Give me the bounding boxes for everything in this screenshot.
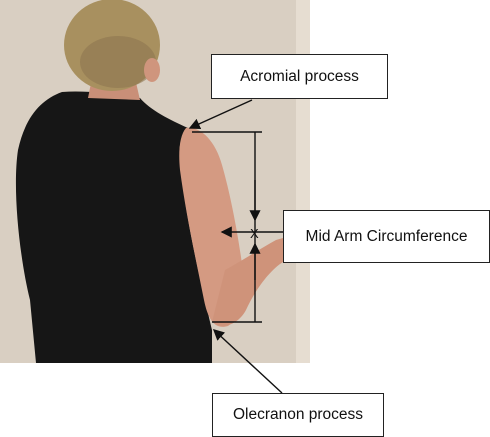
forearm	[212, 238, 283, 326]
acromial-process-label: Acromial process	[240, 67, 359, 85]
mid-arm-circumference-label: Mid Arm Circumference	[305, 227, 468, 245]
head-hair-shadow	[80, 36, 156, 88]
olecranon-process-callout: Olecranon process	[212, 393, 384, 437]
acromial-process-callout: Acromial process	[211, 54, 388, 99]
ear	[144, 58, 160, 82]
olecranon-leader	[212, 329, 283, 394]
mid-arm-circumference-callout: Mid Arm Circumference	[283, 210, 490, 263]
black-top	[15, 91, 212, 364]
olecranon-process-label: Olecranon process	[232, 406, 364, 423]
acromial-leader	[188, 99, 253, 130]
midpoint-x-mark: X	[250, 226, 259, 241]
